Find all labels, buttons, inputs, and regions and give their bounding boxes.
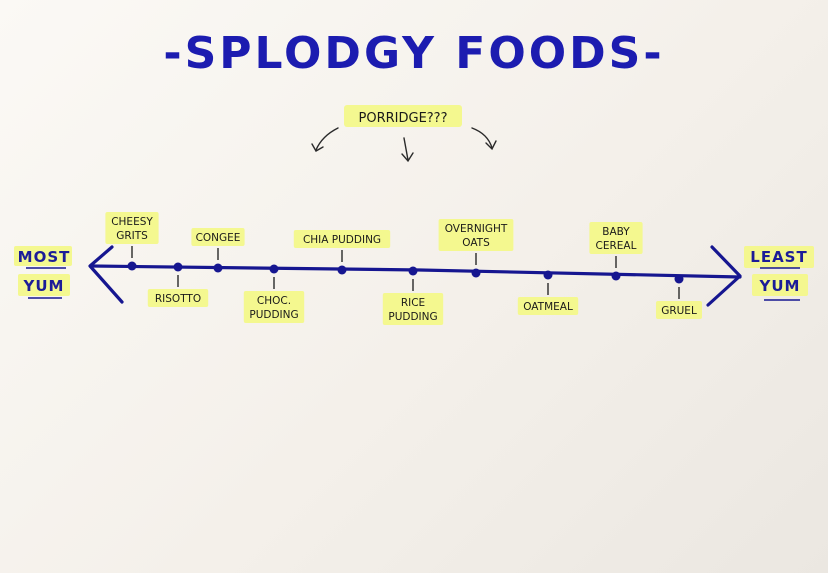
food-label: OATS: [462, 237, 490, 249]
food-label: GRUEL: [661, 305, 697, 317]
food-marker: OATMEAL: [517, 270, 579, 315]
food-label: CHIA PUDDING: [303, 234, 381, 246]
food-dot: [408, 266, 418, 276]
porridge-label: PORRIDGE???: [359, 111, 448, 126]
food-dot: [471, 268, 481, 278]
food-label: CHEESY: [111, 216, 153, 228]
food-label: RICE: [401, 297, 425, 309]
food-marker: OVERNIGHT OATS: [438, 219, 514, 278]
food-highlight: [293, 230, 391, 248]
food-dot: [543, 270, 553, 280]
food-dot: [127, 261, 137, 271]
food-dot: [213, 263, 223, 273]
food-markers: CHEESY GRITS RISOTTO CONGEE CHOC. PUDDING CHIA…: [105, 212, 702, 325]
porridge-arrows: [311, 127, 497, 163]
food-marker: BABY CEREAL: [589, 222, 643, 281]
food-dot: [337, 265, 347, 275]
food-label: GRITS: [116, 230, 148, 242]
food-dot: [611, 271, 621, 281]
porridge-highlight: [344, 105, 462, 127]
diagram-title: -SPLODGY FOODS-: [163, 28, 664, 79]
food-label: CHOC.: [257, 295, 291, 307]
food-label: RISOTTO: [155, 293, 201, 305]
food-dot: [674, 274, 684, 284]
food-marker: CHIA PUDDING: [293, 230, 391, 275]
food-highlight: [656, 301, 702, 319]
food-label: BABY: [602, 226, 630, 238]
food-dot: [173, 262, 183, 272]
food-marker: CHEESY GRITS: [105, 212, 159, 271]
svg-text:LEAST: LEAST: [750, 248, 807, 266]
food-label: OATMEAL: [523, 301, 573, 313]
food-marker: RICE PUDDING: [382, 266, 444, 325]
food-label: PUDDING: [249, 309, 298, 321]
food-highlight: [105, 212, 159, 244]
food-highlight: [517, 297, 579, 315]
food-marker: CHOC. PUDDING: [243, 264, 305, 323]
food-highlight: [589, 222, 643, 254]
food-marker: CONGEE: [191, 228, 245, 273]
food-label: CONGEE: [196, 232, 241, 244]
food-marker: RISOTTO: [147, 262, 209, 307]
least-yum-label: LEAST YUM: [744, 246, 814, 301]
food-label: PUDDING: [388, 311, 437, 323]
food-label: CEREAL: [596, 240, 637, 252]
food-highlight: [243, 291, 305, 323]
food-highlight: [191, 228, 245, 246]
food-dot: [269, 264, 279, 274]
food-highlight: [438, 219, 514, 251]
svg-text:YUM: YUM: [759, 277, 801, 295]
svg-text:YUM: YUM: [23, 277, 65, 295]
food-marker: GRUEL: [656, 274, 702, 319]
food-highlight: [147, 289, 209, 307]
food-highlight: [382, 293, 444, 325]
most-yum-label: MOST YUM: [14, 246, 72, 299]
svg-text:MOST: MOST: [18, 248, 71, 266]
food-label: OVERNIGHT: [445, 223, 508, 235]
